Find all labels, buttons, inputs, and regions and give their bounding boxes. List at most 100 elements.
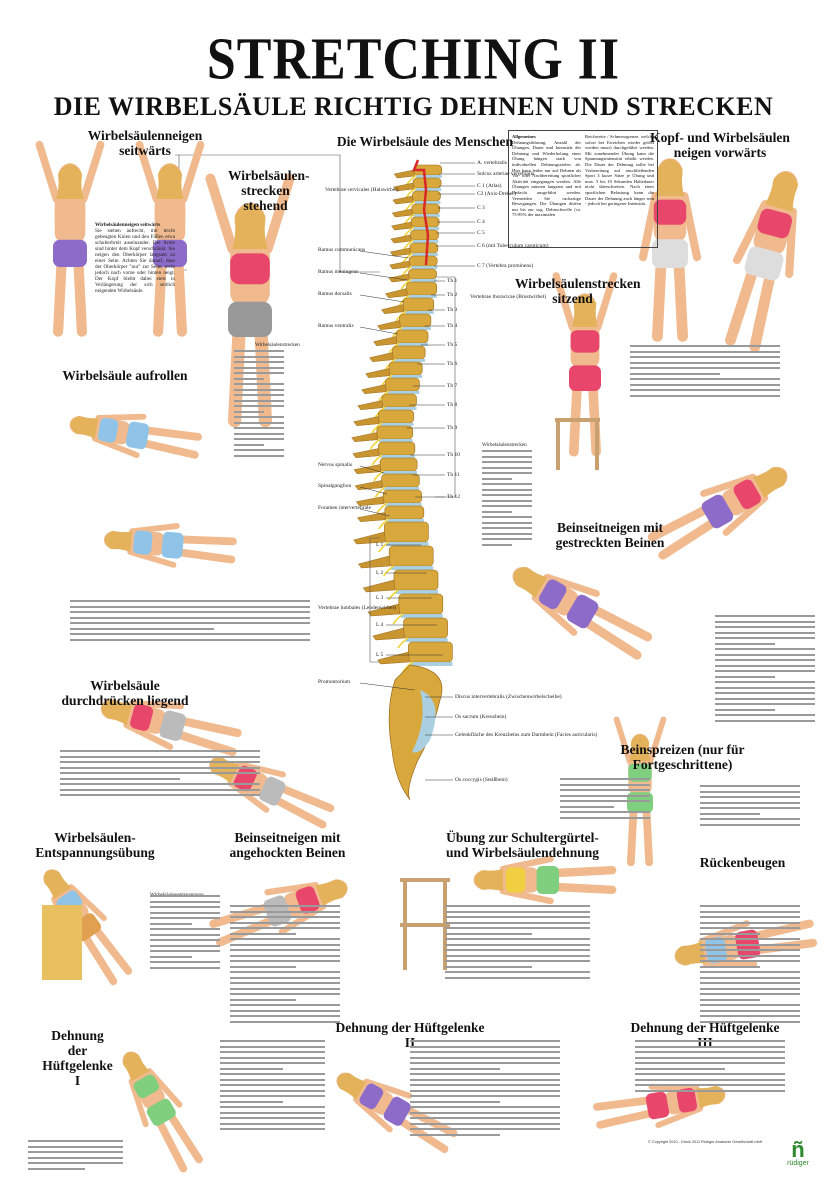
figure-side-bend-1 — [35, 140, 105, 337]
leader-line — [359, 272, 408, 281]
paragraph-block — [150, 895, 220, 972]
spinous-process — [385, 288, 408, 298]
heading-rueckenbeugen: Rückenbeugen — [699, 855, 786, 870]
intervertebral-disc — [405, 638, 448, 642]
intervertebral-disc — [387, 391, 420, 394]
spinous-process — [353, 464, 382, 474]
nerve — [397, 637, 409, 649]
spine-label-right: Th 9 — [447, 425, 458, 431]
intervertebral-disc — [394, 359, 426, 362]
chair-seated — [555, 418, 600, 470]
spinous-process — [381, 304, 405, 314]
figure-splits — [613, 716, 667, 867]
paragraph-block — [700, 785, 800, 829]
leader-line — [359, 326, 398, 335]
spine-label-right: C 7 (Vertebra prominens) — [477, 263, 534, 269]
poster-subtitle: DIE WIRBELSÄULE RICHTIG DEHNEN UND STREC… — [53, 92, 774, 121]
figure-cat-stretch-1 — [69, 413, 202, 459]
heading-beinspreizen: Beinspreizen (nur für Fortgeschrittene) — [620, 742, 745, 772]
spine-label-bottom: Gelenkfläche des Kreuzbeins zum Darmbein… — [455, 732, 598, 738]
spine-label-bottom: Discus intervertebralis (Zwischenwirbels… — [455, 694, 562, 700]
leader-line — [359, 508, 390, 517]
spine-label-right: C2 (Axis-Dreher) — [477, 191, 516, 197]
info-text-1: Dehnungsführung, Anzahl der Übungen, Dau… — [512, 139, 581, 218]
spine-label-lumbar: L 4 — [376, 622, 384, 628]
paragraph-block — [60, 750, 260, 800]
vertebra — [392, 345, 426, 360]
spinous-process — [390, 234, 412, 244]
vertebra — [385, 377, 420, 392]
intervertebral-disc — [405, 311, 434, 314]
figure-cat-stretch-2 — [103, 523, 237, 568]
info-heading: Allgemeines — [512, 134, 536, 139]
paragraph-block — [715, 615, 815, 725]
spine-label-left: Promontorium — [318, 679, 351, 685]
intervertebral-disc — [385, 503, 422, 506]
vertebra — [412, 177, 442, 189]
spine-label-bottom: Os sacrum (Kreuzbein) — [455, 714, 507, 720]
intervertebral-disc — [383, 487, 420, 490]
sacrum-joint-surface — [412, 690, 436, 753]
vertebra — [402, 297, 435, 312]
intervertebral-disc — [383, 407, 417, 410]
label-vertebrae-thoracicae: Vertebrae thoracicae (Brustwirbel) — [470, 294, 547, 300]
spinous-process — [362, 579, 396, 593]
label-vertebrae-lumbales: Vertebrae lumbales (Lendenwirbel) — [318, 605, 396, 611]
intervertebral-disc — [410, 279, 437, 282]
intervertebral-disc — [396, 590, 438, 594]
spinous-process — [393, 169, 416, 179]
spine-label-right: Th 8 — [447, 402, 458, 408]
intervertebral-disc — [401, 327, 431, 330]
paragraph-block — [28, 1140, 123, 1173]
paragraph-block — [230, 905, 340, 1026]
vertebra — [381, 473, 420, 488]
vertebra — [410, 229, 439, 241]
spinous-process — [388, 273, 410, 283]
intervertebral-disc — [386, 519, 424, 522]
leader-line — [359, 682, 415, 691]
vertebra — [408, 641, 453, 663]
vertebra — [395, 329, 429, 344]
spine-label-right: C 5 — [477, 230, 485, 236]
spine-label-right: A. vertebralis — [477, 160, 507, 166]
intervertebral-disc — [380, 455, 415, 458]
intervertebral-disc — [390, 375, 423, 378]
leader-line — [359, 465, 385, 474]
spine-label-left: Ramus ventralis — [318, 323, 354, 329]
figure-head-forward-2 — [725, 170, 799, 353]
spine-label-right: Th 6 — [447, 361, 458, 367]
heading-sitzend: Wirbelsäulenstrecken sitzend — [515, 276, 641, 306]
paragraph-block — [630, 345, 780, 400]
spinous-process — [372, 627, 405, 641]
vertebra — [411, 203, 441, 215]
intervertebral-disc — [391, 566, 434, 570]
paragraph-block — [445, 905, 590, 982]
intervertebral-disc — [412, 240, 439, 243]
spinous-process — [391, 221, 413, 231]
spinous-process — [392, 195, 414, 205]
spine-label-right: Th 4 — [447, 323, 458, 329]
spine-label-right: C 6 (mit Tuberculum caroticum) — [477, 243, 549, 249]
figure-head-forward-1 — [638, 158, 702, 342]
paragraph-block — [560, 778, 650, 822]
nerve — [371, 454, 383, 466]
spinous-process — [391, 208, 414, 218]
intervertebral-disc — [380, 423, 414, 426]
vertebra — [408, 255, 438, 267]
nerve — [378, 518, 390, 530]
heading-entspannung: Wirbelsäulen-Entspannungsübung — [35, 830, 155, 860]
nerve — [369, 438, 381, 450]
nerve — [392, 613, 404, 625]
nerve — [400, 278, 412, 290]
spine-label-right: Sulcus arteriae vertebralis — [477, 171, 535, 177]
vertebra — [388, 545, 434, 567]
spinous-process — [369, 352, 394, 362]
heading-spine: Die Wirbelsäule des Menschen — [336, 134, 514, 149]
spine-label-left: Ramus dorsalis — [318, 291, 352, 297]
spine-label-bottom: Os coccygis (Steißbein) — [455, 777, 508, 783]
spinous-process — [355, 496, 385, 506]
spinous-process — [351, 432, 379, 442]
spinous-process — [365, 368, 391, 378]
spinous-process — [377, 320, 401, 330]
